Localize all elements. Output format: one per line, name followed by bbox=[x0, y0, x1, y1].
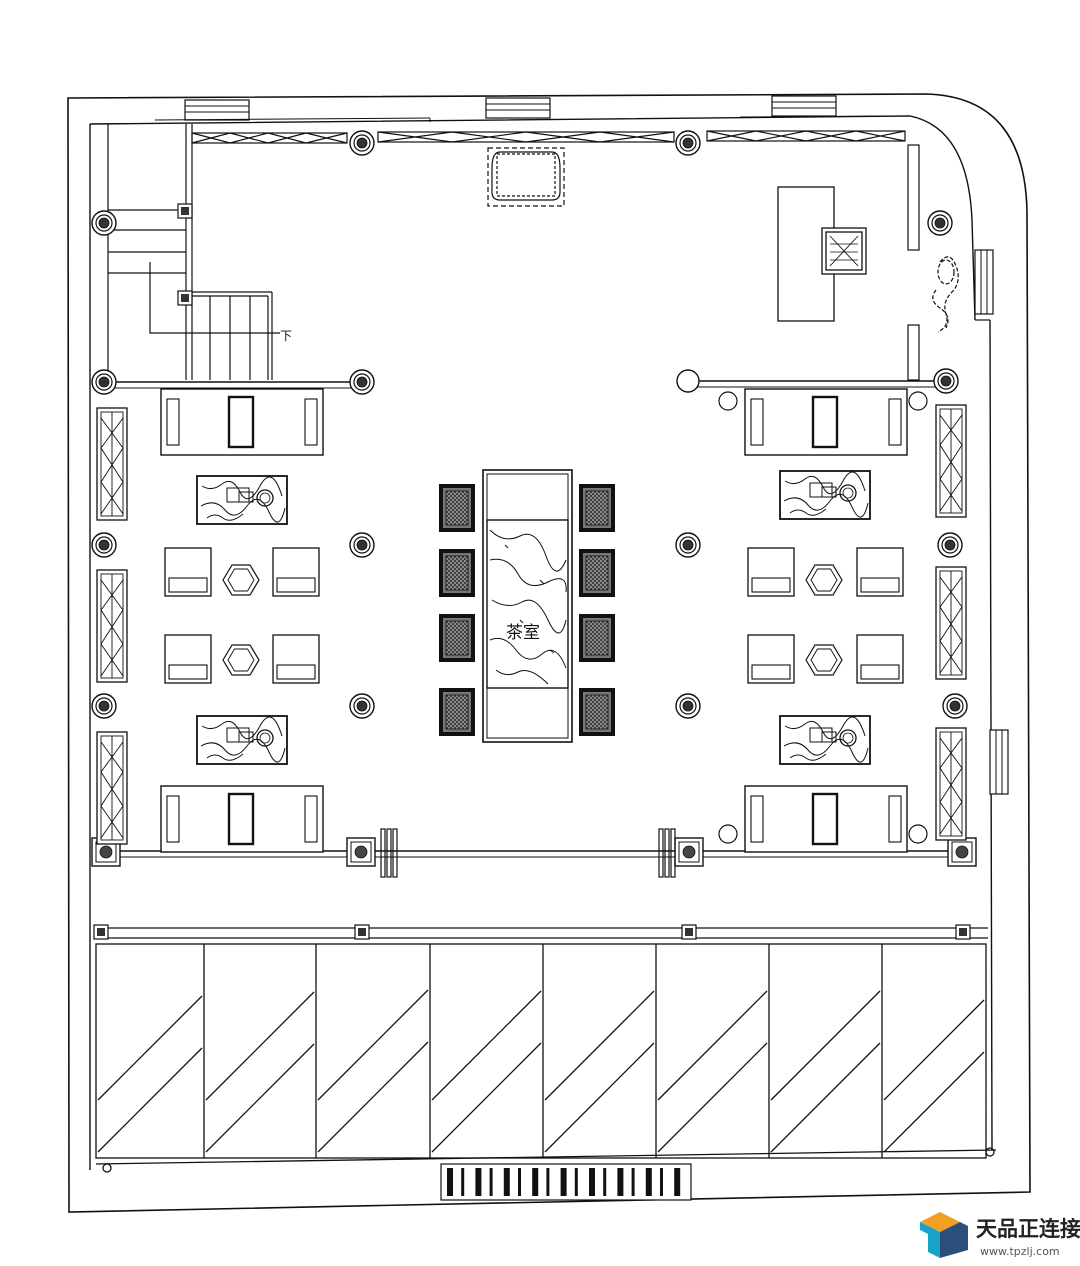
step-bar bbox=[603, 1168, 607, 1196]
entrance-steps bbox=[440, 1163, 692, 1201]
rail-posts bbox=[93, 924, 971, 940]
tea-table bbox=[482, 469, 573, 743]
brand-logo bbox=[920, 1212, 968, 1258]
stair-direction-label: 下 bbox=[280, 329, 292, 343]
step-bar bbox=[631, 1168, 635, 1196]
step-bar bbox=[645, 1168, 652, 1196]
step-bar bbox=[546, 1168, 550, 1196]
step-bar bbox=[617, 1168, 624, 1196]
step-bar bbox=[532, 1168, 539, 1196]
step-bar bbox=[589, 1168, 595, 1196]
right-window-upper bbox=[974, 249, 994, 315]
watermark: 天品正连接 www.tpzlj.com bbox=[920, 1212, 1080, 1258]
staircase bbox=[107, 124, 280, 380]
right-window-lower bbox=[989, 729, 1009, 795]
step-bar bbox=[475, 1168, 482, 1196]
door-jambs bbox=[380, 828, 676, 878]
entrance-fixture bbox=[487, 147, 565, 207]
top-window-left bbox=[184, 99, 250, 121]
plant-decoration bbox=[932, 256, 959, 333]
step-bar bbox=[518, 1168, 521, 1196]
tea-room-label: 茶室 bbox=[506, 623, 540, 643]
watermark-brand: 天品正连接 bbox=[976, 1217, 1080, 1241]
left-grilles bbox=[96, 407, 128, 845]
step-bar bbox=[574, 1168, 578, 1196]
right-grilles bbox=[935, 404, 967, 841]
outer-wall bbox=[67, 93, 1031, 1213]
top-window-center bbox=[485, 97, 551, 119]
step-bar bbox=[489, 1168, 493, 1196]
glass-facade bbox=[95, 943, 997, 1173]
reception-desk bbox=[777, 186, 867, 322]
step-bar bbox=[447, 1168, 453, 1196]
top-screen-frames bbox=[191, 130, 920, 381]
inner-wall bbox=[89, 115, 976, 321]
step-bar bbox=[503, 1168, 510, 1196]
step-bar bbox=[461, 1168, 465, 1196]
watermark-url: www.tpzlj.com bbox=[980, 1245, 1060, 1258]
step-bar bbox=[560, 1168, 567, 1196]
top-window-right bbox=[771, 95, 837, 117]
step-bar bbox=[660, 1168, 663, 1196]
step-bar bbox=[674, 1168, 681, 1196]
